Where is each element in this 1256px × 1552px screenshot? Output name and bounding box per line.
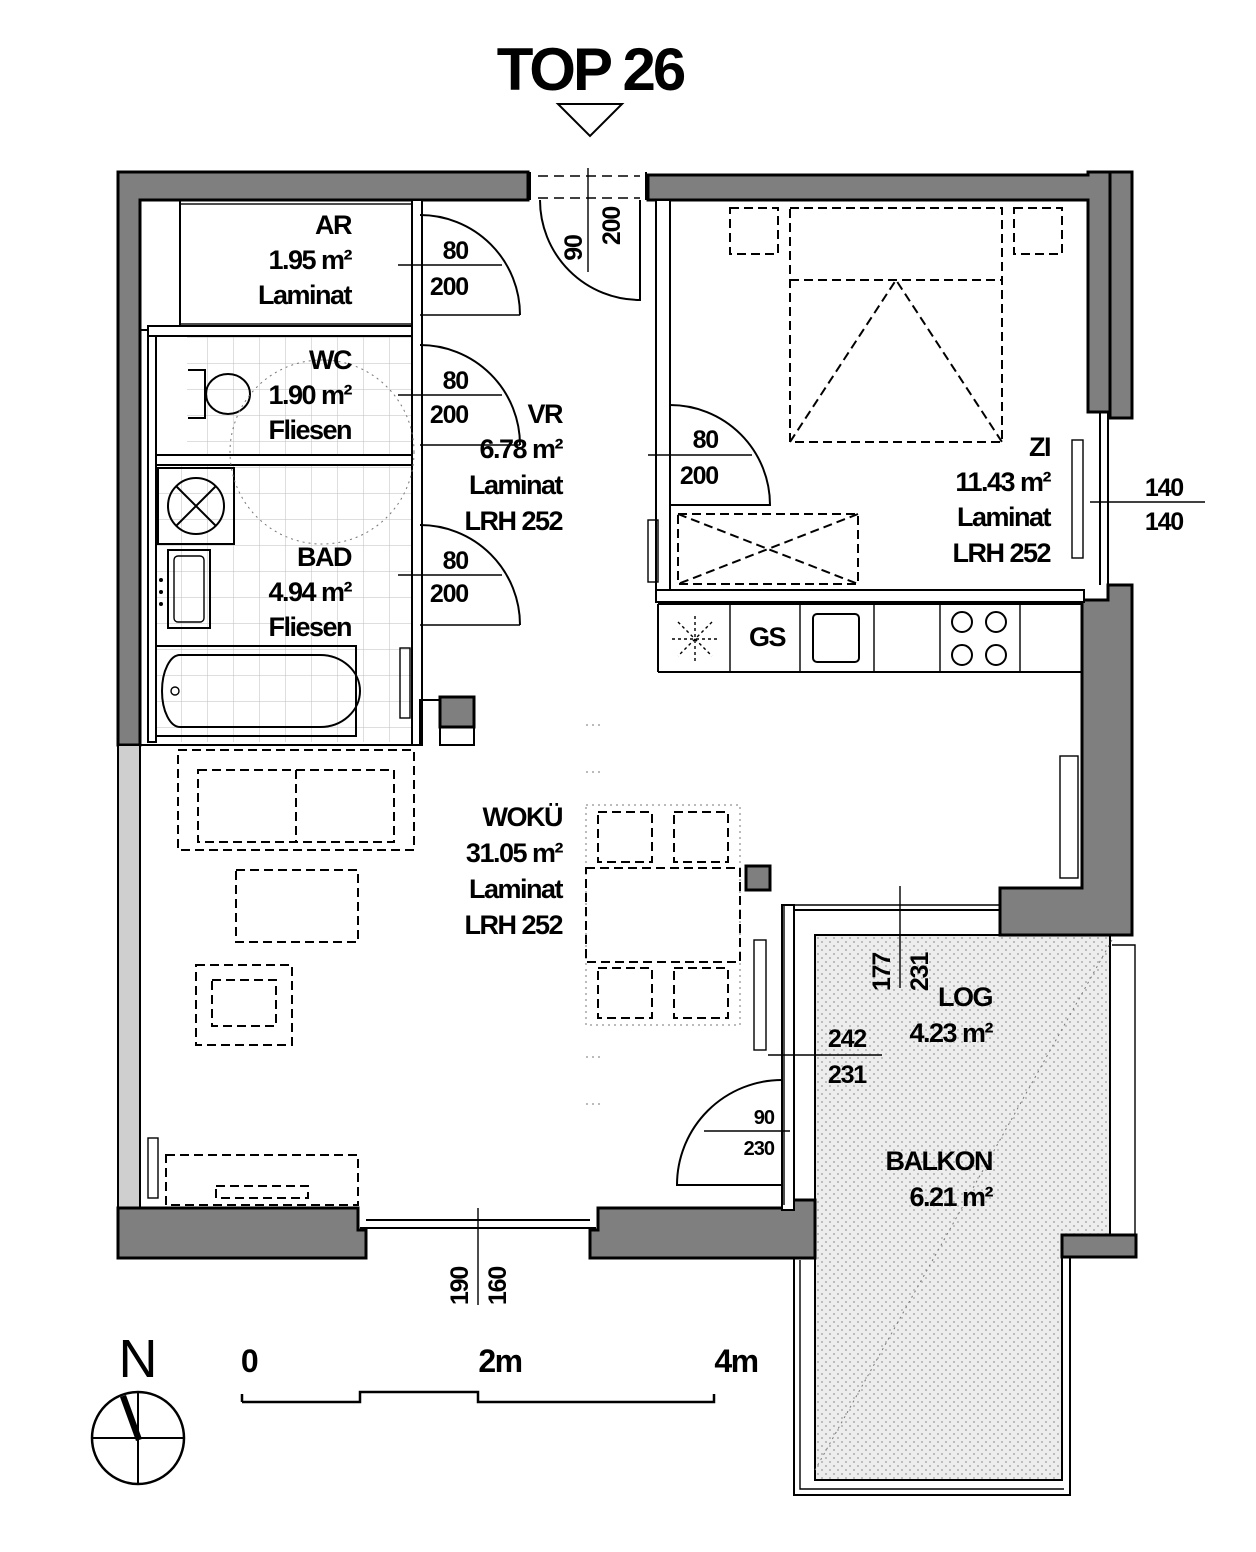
door-dim-zi: 80 200 <box>680 426 720 490</box>
svg-text:6.21 m²: 6.21 m² <box>909 1182 993 1212</box>
svg-text:LRH 252: LRH 252 <box>464 910 562 940</box>
window-dim-loggia-north: 177 231 <box>868 952 934 991</box>
room-label-ar: AR 1.95 m² Laminat <box>258 210 354 310</box>
svg-text:4.94 m²: 4.94 m² <box>268 577 352 607</box>
entrance-marker <box>555 103 625 138</box>
svg-text:VR: VR <box>527 399 563 429</box>
svg-text:231: 231 <box>906 952 934 991</box>
balcony-railing-outer <box>793 1255 1071 1496</box>
svg-text:LOG: LOG <box>938 982 992 1012</box>
svg-text:200: 200 <box>430 580 468 608</box>
svg-text:190: 190 <box>446 1267 474 1305</box>
svg-text:Laminat: Laminat <box>957 502 1052 532</box>
svg-text:80: 80 <box>443 547 469 575</box>
svg-text:90: 90 <box>560 235 588 261</box>
svg-text:140: 140 <box>1145 474 1183 502</box>
svg-text:BALKON: BALKON <box>886 1146 993 1176</box>
svg-text:11.43 m²: 11.43 m² <box>955 467 1051 497</box>
scale-bar: 0 2m 4m <box>240 1343 759 1404</box>
balcony-railing-inner <box>799 1260 1064 1490</box>
room-label-zi: ZI 11.43 m² Laminat LRH 252 <box>952 432 1053 568</box>
svg-text:4.23 m²: 4.23 m² <box>909 1018 993 1048</box>
svg-text:Laminat: Laminat <box>258 280 353 310</box>
partitions <box>139 199 1085 1211</box>
door-swings <box>419 172 783 1186</box>
svg-text:200: 200 <box>680 462 718 490</box>
room-label-wc: WC 1.90 m² Fliesen <box>268 345 354 445</box>
room-label-woku: WOKÜ 31.05 m² Laminat LRH 252 <box>464 802 565 940</box>
bad-tiles <box>156 466 412 742</box>
balcony-railing-east <box>1112 944 1136 1235</box>
svg-text:LRH 252: LRH 252 <box>464 506 562 536</box>
north-arrow-icon: N <box>90 1329 186 1486</box>
door-dim-entrance: 90 200 <box>560 207 626 261</box>
window-dim-loggia-west: 242 231 <box>828 1025 869 1089</box>
svg-text:BAD: BAD <box>297 542 352 572</box>
svg-text:LRH 252: LRH 252 <box>952 538 1050 568</box>
svg-text:1.95 m²: 1.95 m² <box>268 245 352 275</box>
dimension-lines <box>398 168 1205 1305</box>
door-dim-bad: 80 200 <box>430 547 470 608</box>
svg-text:ZI: ZI <box>1029 432 1050 462</box>
svg-text:200: 200 <box>598 207 626 245</box>
svg-text:160: 160 <box>484 1267 512 1305</box>
kitchen-label-gs: GS <box>749 622 786 652</box>
room-label-balkon: BALKON 6.21 m² <box>886 1146 995 1212</box>
wc-tiles <box>187 336 412 454</box>
svg-text:200: 200 <box>430 273 468 301</box>
svg-text:AR: AR <box>315 210 352 240</box>
svg-text:WC: WC <box>309 345 352 375</box>
furniture <box>165 207 1063 1206</box>
svg-text:Fliesen: Fliesen <box>268 415 351 445</box>
svg-text:31.05 m²: 31.05 m² <box>466 838 564 868</box>
svg-text:231: 231 <box>828 1061 867 1089</box>
svg-text:80: 80 <box>443 367 469 395</box>
svg-text:242: 242 <box>828 1025 866 1053</box>
svg-text:Laminat: Laminat <box>469 470 564 500</box>
svg-text:6.78 m²: 6.78 m² <box>479 434 563 464</box>
window-dim-zi-east: 140 140 <box>1145 474 1185 536</box>
svg-text:140: 140 <box>1145 508 1183 536</box>
svg-text:90: 90 <box>754 1107 775 1129</box>
svg-text:1.90 m²: 1.90 m² <box>268 380 352 410</box>
scale-label-4m: 4m <box>714 1343 757 1379</box>
door-dim-ar: 80 200 <box>430 237 470 301</box>
svg-text:Laminat: Laminat <box>469 874 564 904</box>
north-label: N <box>119 1329 158 1389</box>
svg-text:177: 177 <box>868 953 896 991</box>
fixtures <box>147 359 1084 1199</box>
svg-text:200: 200 <box>430 401 468 429</box>
svg-text:230: 230 <box>744 1138 775 1160</box>
room-label-bad: BAD 4.94 m² Fliesen <box>268 542 354 642</box>
unit-title: TOP 26 <box>497 36 685 103</box>
svg-text:80: 80 <box>693 426 719 454</box>
room-label-vr: VR 6.78 m² Laminat LRH 252 <box>464 399 565 536</box>
svg-text:80: 80 <box>443 237 469 265</box>
scale-label-2m: 2m <box>478 1343 521 1379</box>
door-dim-wc: 80 200 <box>430 367 470 429</box>
window-dim-woku-south: 190 160 <box>446 1267 512 1305</box>
svg-text:Fliesen: Fliesen <box>268 612 351 642</box>
room-label-log: LOG 4.23 m² <box>909 982 995 1048</box>
svg-text:WOKÜ: WOKÜ <box>483 802 562 832</box>
scale-label-0: 0 <box>241 1343 258 1379</box>
door-dim-loggia: 90 230 <box>744 1107 776 1160</box>
